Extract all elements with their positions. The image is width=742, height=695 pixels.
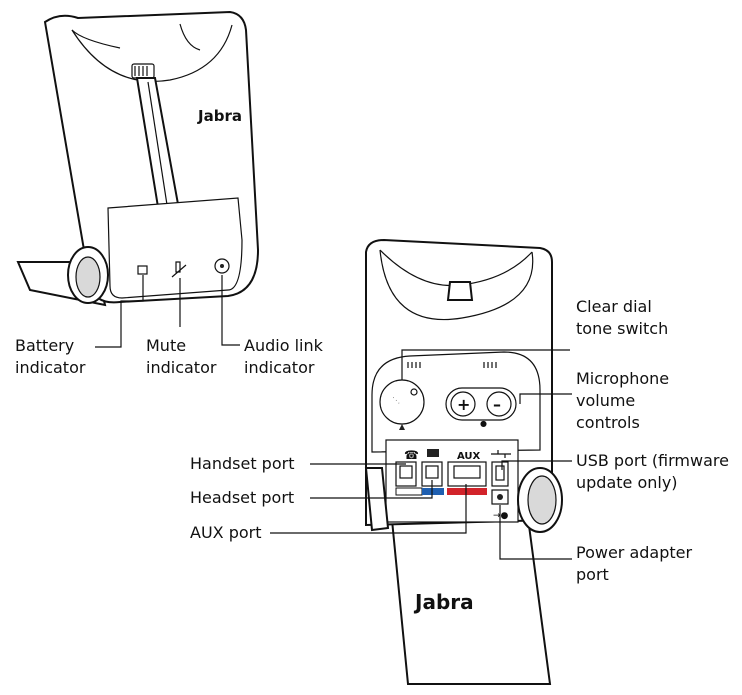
base-rear-view: Jabra — [16, 10, 260, 348]
headset-icon — [427, 449, 439, 457]
headset-color-strip — [422, 488, 444, 495]
mic-volume-down-button[interactable] — [486, 391, 512, 417]
handset-color-strip — [395, 487, 423, 496]
svg-text:→●: →● — [493, 511, 509, 521]
aux-color-strip — [447, 488, 487, 495]
mic-volume-down-label: – — [493, 395, 501, 414]
svg-text:· · ·: · · · — [390, 395, 402, 407]
mute-indicator-icon — [171, 261, 187, 278]
usb-icon — [491, 450, 511, 458]
mic-volume-up-label: + — [457, 395, 470, 414]
aux-port-text: AUX — [457, 451, 481, 462]
handset-port-label: Handset port — [190, 454, 295, 473]
mic-volume-up-button[interactable] — [450, 391, 476, 417]
base-front-view: Jabra · · · + – ● ☎ AUX — [270, 238, 572, 685]
battery-indicator-icon — [137, 265, 148, 275]
handset-icon: ☎ — [404, 448, 419, 462]
brand-logo-front: Jabra — [413, 590, 474, 614]
clear-dial-tone-switch[interactable] — [379, 379, 425, 425]
aux-port-label: AUX port — [190, 523, 262, 542]
headset-port-label: Headset port — [190, 488, 295, 507]
svg-text:●: ● — [480, 419, 487, 428]
brand-logo: Jabra — [197, 107, 242, 125]
